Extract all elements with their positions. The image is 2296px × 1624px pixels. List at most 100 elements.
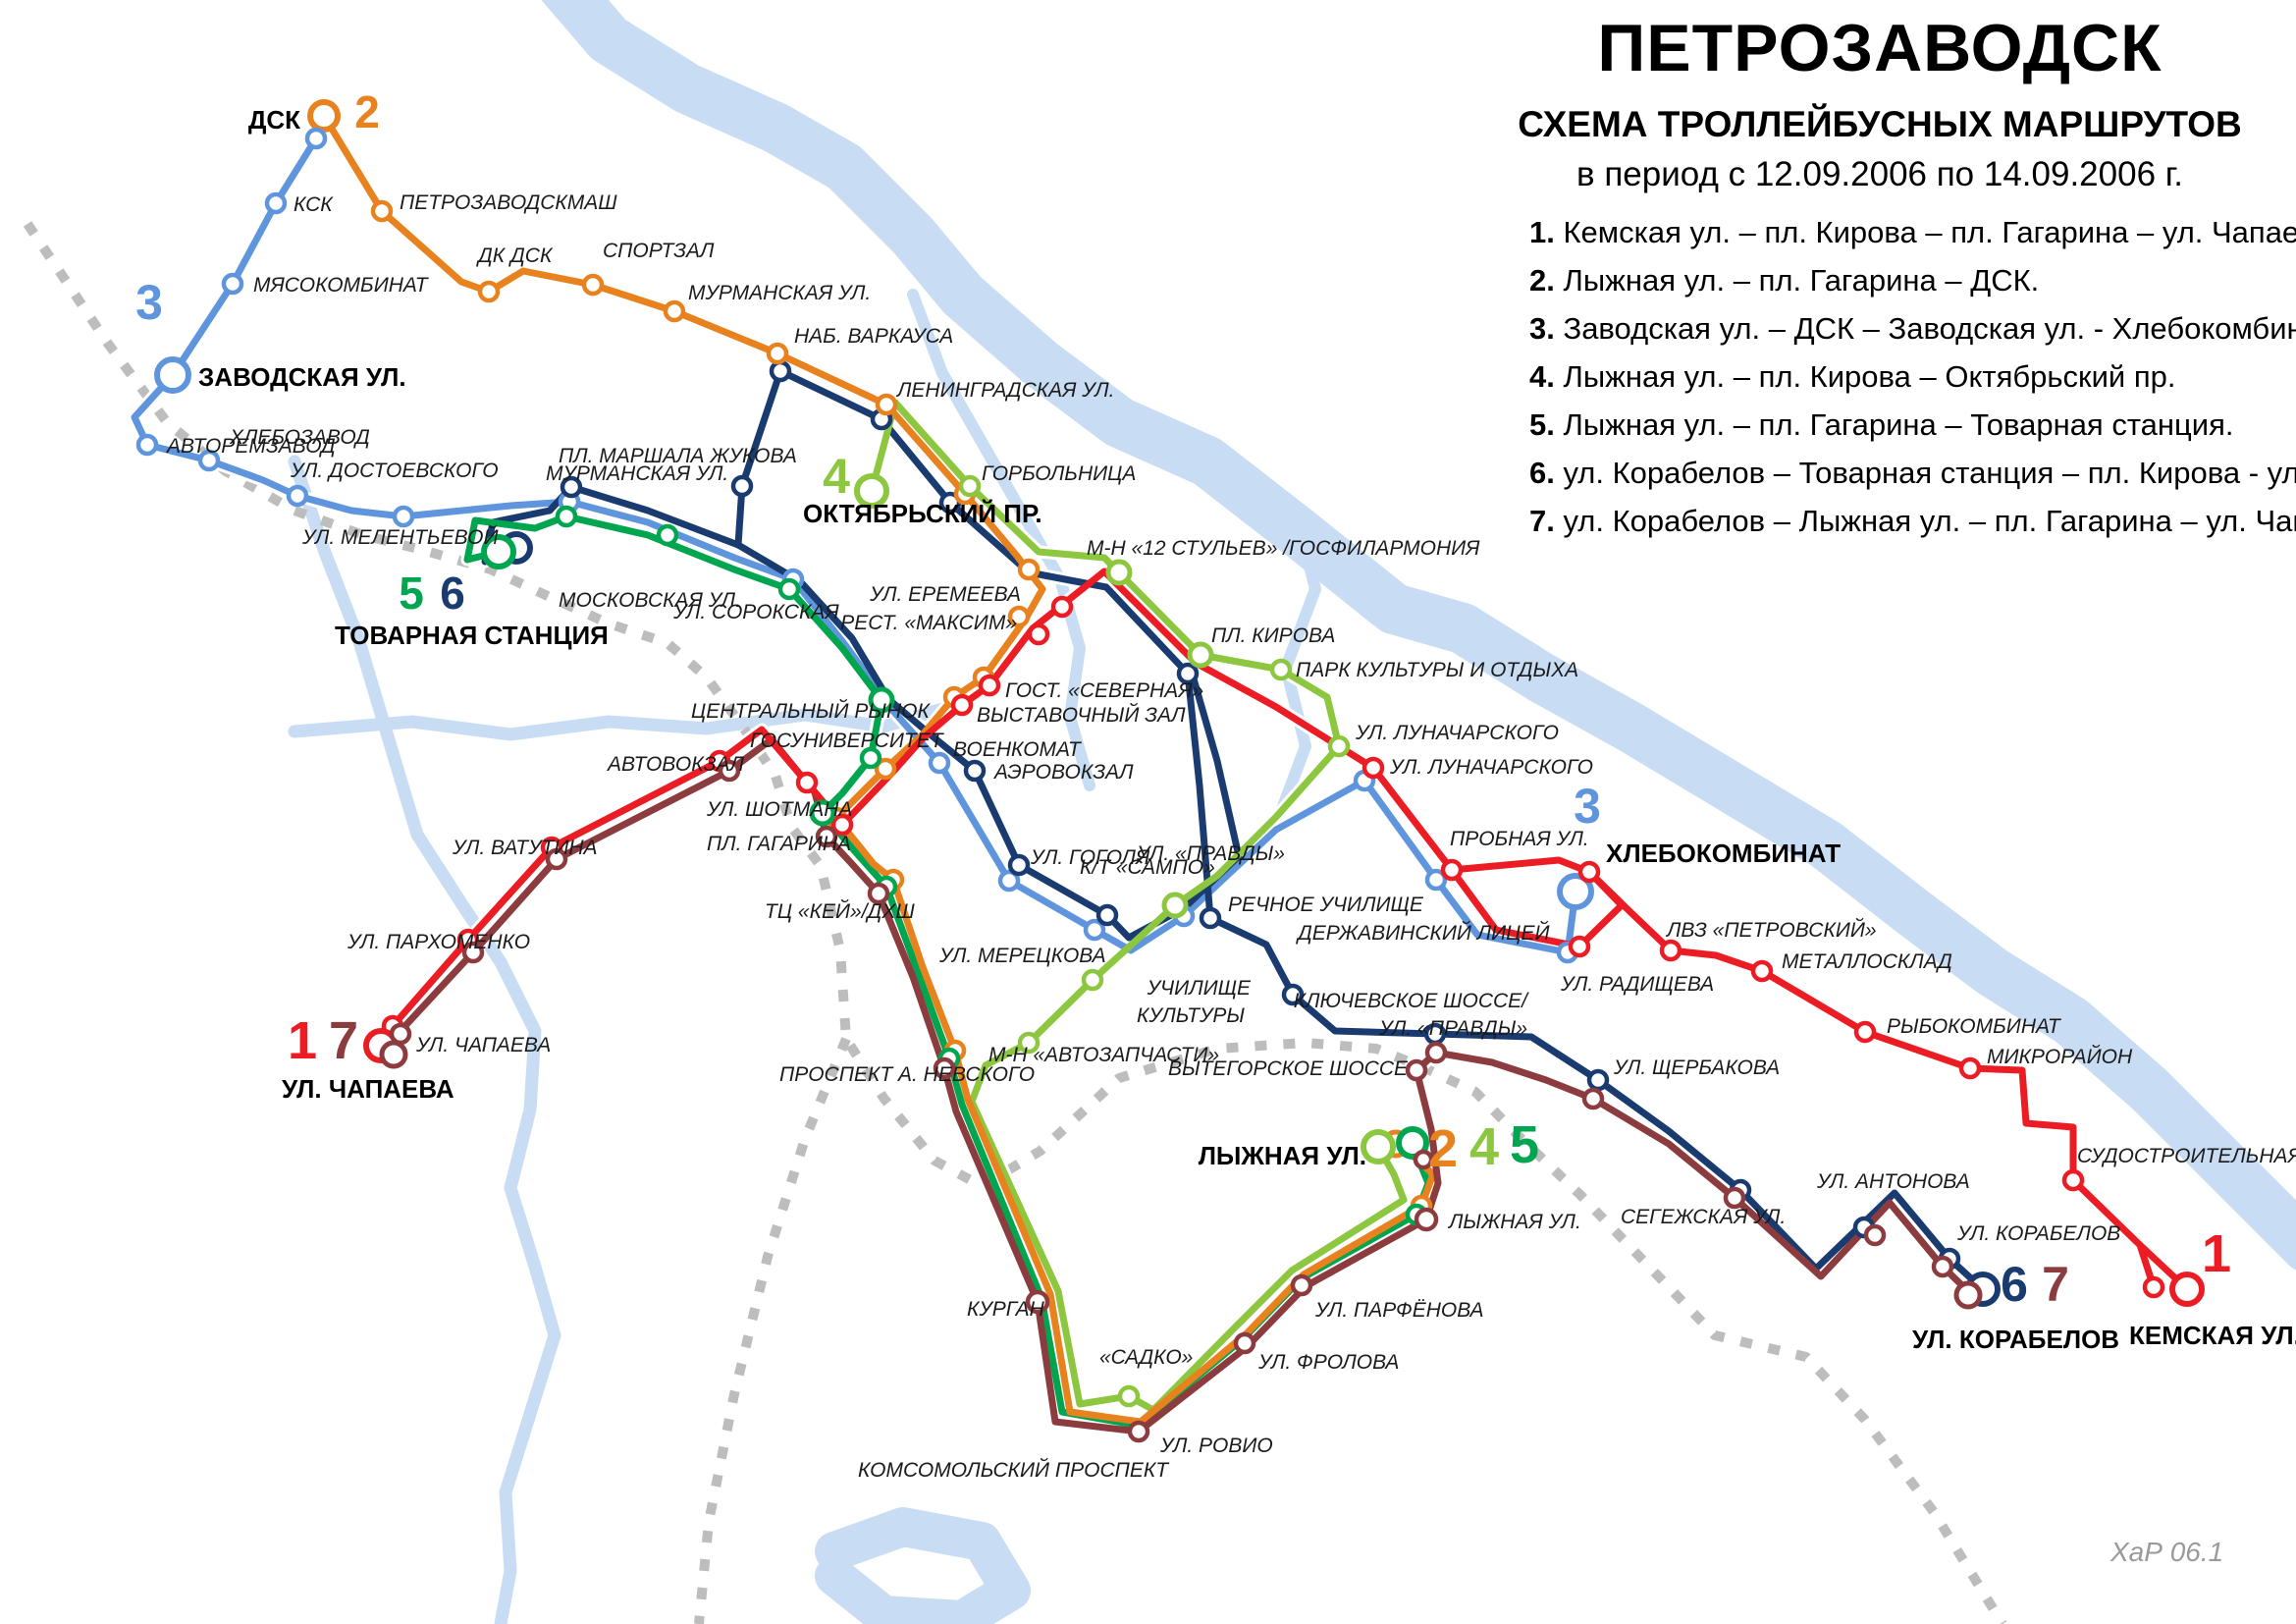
stop-marker [867,882,890,905]
stop-label: МОСКОВСКАЯ УЛ. [559,589,741,612]
stop-label: МЕТАЛЛОСКЛАД [1782,950,1952,973]
stop-marker [1863,1223,1887,1247]
stop-label: МИКРОРАЙОН [1987,1046,2133,1068]
stop-label: УЛ. ЕРЕМЕЕВА [869,583,1021,606]
stop-label: ГОСУНИВЕРСИТЕТ [750,730,945,752]
stop-marker [1117,1384,1141,1408]
page-subtitle: СХЕМА ТРОЛЛЕЙБУСНЫХ МАРШРУТОВ [1518,104,2242,144]
stop-label: ПЛ. ГАГАРИНА [707,833,851,855]
stop-label: ДЕРЖАВИНСКИЙ ЛИЦЕЙ [1296,922,1550,945]
stop-marker [1362,756,1385,780]
stop-marker [370,199,394,223]
stop-label: УЛ. ДОСТОЕВСКОГО [290,460,499,482]
stop-marker [1440,858,1464,882]
page-title: ПЕТРОЗАВОДСК [1597,11,2163,85]
stop-label: УЛ. ФРОЛОВА [1257,1351,1399,1374]
stop-label: УЛ. ЧАПАЕВА [415,1034,551,1056]
legend-route-description: Лыжная ул. – пл. Гагарина – Товарная ста… [1563,407,2234,442]
stop-marker [1424,868,1448,892]
stop-label: УЛ. АНТОНОВА [1816,1170,1970,1193]
stop-marker [286,484,309,508]
legend-row-6: 6. ул. Корабелов – Товарная станция – пл… [1529,449,2296,497]
legend-route-number: 4. [1529,359,1564,394]
stop-marker [978,674,1001,697]
stop-marker [859,746,882,770]
stop-label: МУРМАНСКАЯ УЛ. [546,462,728,485]
railway-0 [23,221,2007,1624]
stop-marker [1958,1056,1982,1080]
stop-label: УЛ. МЕЛЕНТЬЕВОЙ [301,526,499,549]
stop-marker [1017,558,1041,581]
stop-marker [1405,1058,1428,1082]
stop-marker [656,523,679,547]
terminal-label: ХЛЕБОКОМБИНАТ [1606,839,1841,868]
stop-marker [461,941,485,964]
route-number-badge: 1 [2202,1224,2231,1283]
legend-row-5: 5. Лыжная ул. – пл. Гагарина – Товарная … [1529,401,2287,449]
stop-label: УЛ. ГОГОЛЯ [1030,846,1150,869]
stop-label: КЛЮЧЕВСКОЕ ШОССЕ/ [1294,990,1529,1012]
terminal-marker [1361,1129,1396,1164]
stop-marker [1161,892,1189,919]
legend-route-description: ул. Корабелов – Товарная станция – пл. К… [1563,456,2296,490]
stop-label: НАБ. ВАРКАУСА [794,325,953,348]
stop-label: КОМСОМОЛЬСКИЙ ПРОСПЕКТ [858,1459,1170,1482]
stop-marker [1290,1273,1313,1297]
legend-row-2: 2. Лыжная ул. – пл. Гагарина – ДСК. [1529,256,2287,304]
legend-route-number: 3. [1529,311,1564,346]
stop-marker [1007,605,1031,628]
stop-label: РЫБОКОМБИНАТ [1887,1015,2062,1038]
stop-marker [1127,1420,1150,1443]
stop-marker [477,280,501,303]
terminal-marker [1953,1280,1983,1310]
stop-label: РЕЧНОЕ УЧИЛИЩЕ [1228,893,1424,916]
terminal-label: ЛЫЖНАЯ УЛ. [1199,1141,1366,1170]
route-number-badge: 2 [354,86,380,137]
author-signature: ХаР 06.1 [2110,1537,2224,1567]
stop-marker [868,686,895,714]
stop-marker [197,449,221,472]
stop-marker [2142,1275,2165,1299]
water-0 [541,0,2296,1271]
stop-label: «САДКО» [1099,1346,1193,1369]
water-2 [288,680,998,741]
stop-marker [1081,968,1104,992]
stop-marker [221,272,244,296]
stop-marker [1750,959,1774,983]
period-text: в период с 12.09.2006 по 14.09.2006 г. [1576,155,2183,193]
legend-row-1: 1. Кемская ул. – пл. Кирова – пл. Гагари… [1529,208,2296,256]
route-number-badge: 6 [440,568,465,619]
stop-marker [1027,623,1050,646]
stop-label: ПЛ. КИРОВА [1211,624,1335,647]
legend-route-description: Лыжная ул. – пл. Кирова – Октябрьский пр… [1563,359,2176,394]
stop-marker [1931,1255,1954,1278]
stop-label: ПАРК КУЛЬТУРЫ И ОТДЫХА [1296,659,1578,681]
stop-marker [1199,906,1222,930]
route-legend: 1. Кемская ул. – пл. Кирова – пл. Гагари… [1472,208,2296,545]
stop-marker [777,577,801,601]
legend-route-description: Лыжная ул. – пл. Гагарина – ДСК. [1563,263,2040,298]
stop-marker [997,869,1021,893]
stop-label: ТЦ «КЕЙ»/ДХШ [765,900,915,923]
stop-marker [555,505,578,528]
stop-label: КУРГАН [967,1298,1045,1321]
route-number-badge: 4 [1469,1117,1499,1176]
route-number-badge: 6 [2001,1257,2028,1312]
stop-label: ЛЕНИНГРАДСКАЯ УЛ. [895,379,1114,402]
stop-label: ПЛ. МАРШАЛА ЖУКОВА [559,445,797,467]
stop-marker [1017,1031,1041,1055]
legend-row-4: 4. Лыжная ул. – пл. Кирова – Октябрьский… [1529,352,2287,401]
stop-label: УЧИЛИЩЕ [1147,977,1252,1000]
stop-label: ГОРБОЛЬНИЦА [982,462,1136,485]
stop-label: УЛ. ЛУНАЧАРСКОГО [1389,756,1593,779]
route-number-badge: 3 [135,275,163,330]
stop-label: УЛ. МЕРЕЦКОВА [938,945,1106,967]
terminal-marker [379,1040,408,1069]
route-number-badge: 1 [288,1011,317,1070]
stop-marker [264,191,288,215]
stop-marker [1853,1020,1877,1044]
stop-marker [815,825,838,848]
stop-label: ГОСТ. «СЕВЕРНАЯ» [1005,679,1203,702]
stop-marker [1659,939,1682,962]
